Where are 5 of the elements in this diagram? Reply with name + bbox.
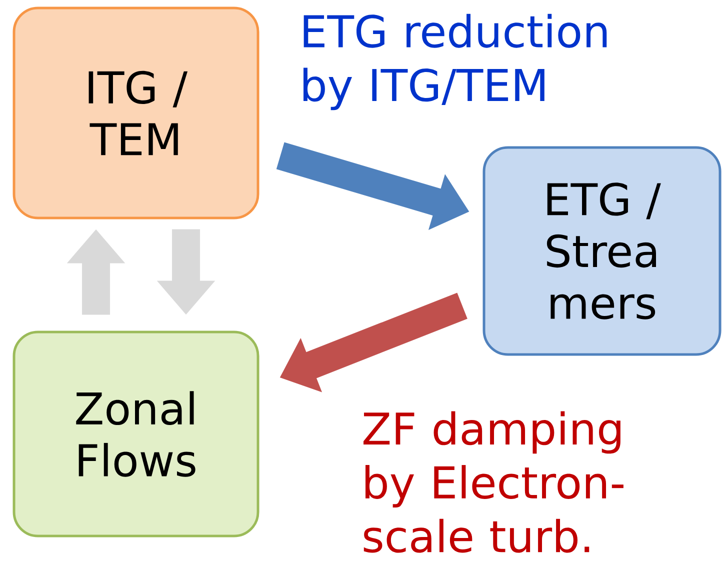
edge-label: ETG reduction by ITG/TEM bbox=[304, 14, 607, 110]
edge-label: ZF damping by Electron-scale turb. bbox=[364, 411, 624, 553]
rounded-box: ETG / Strea mers bbox=[482, 146, 722, 356]
rounded-box: ITG / TEM bbox=[12, 6, 260, 220]
rounded-box: Zonal Flows bbox=[12, 330, 260, 538]
